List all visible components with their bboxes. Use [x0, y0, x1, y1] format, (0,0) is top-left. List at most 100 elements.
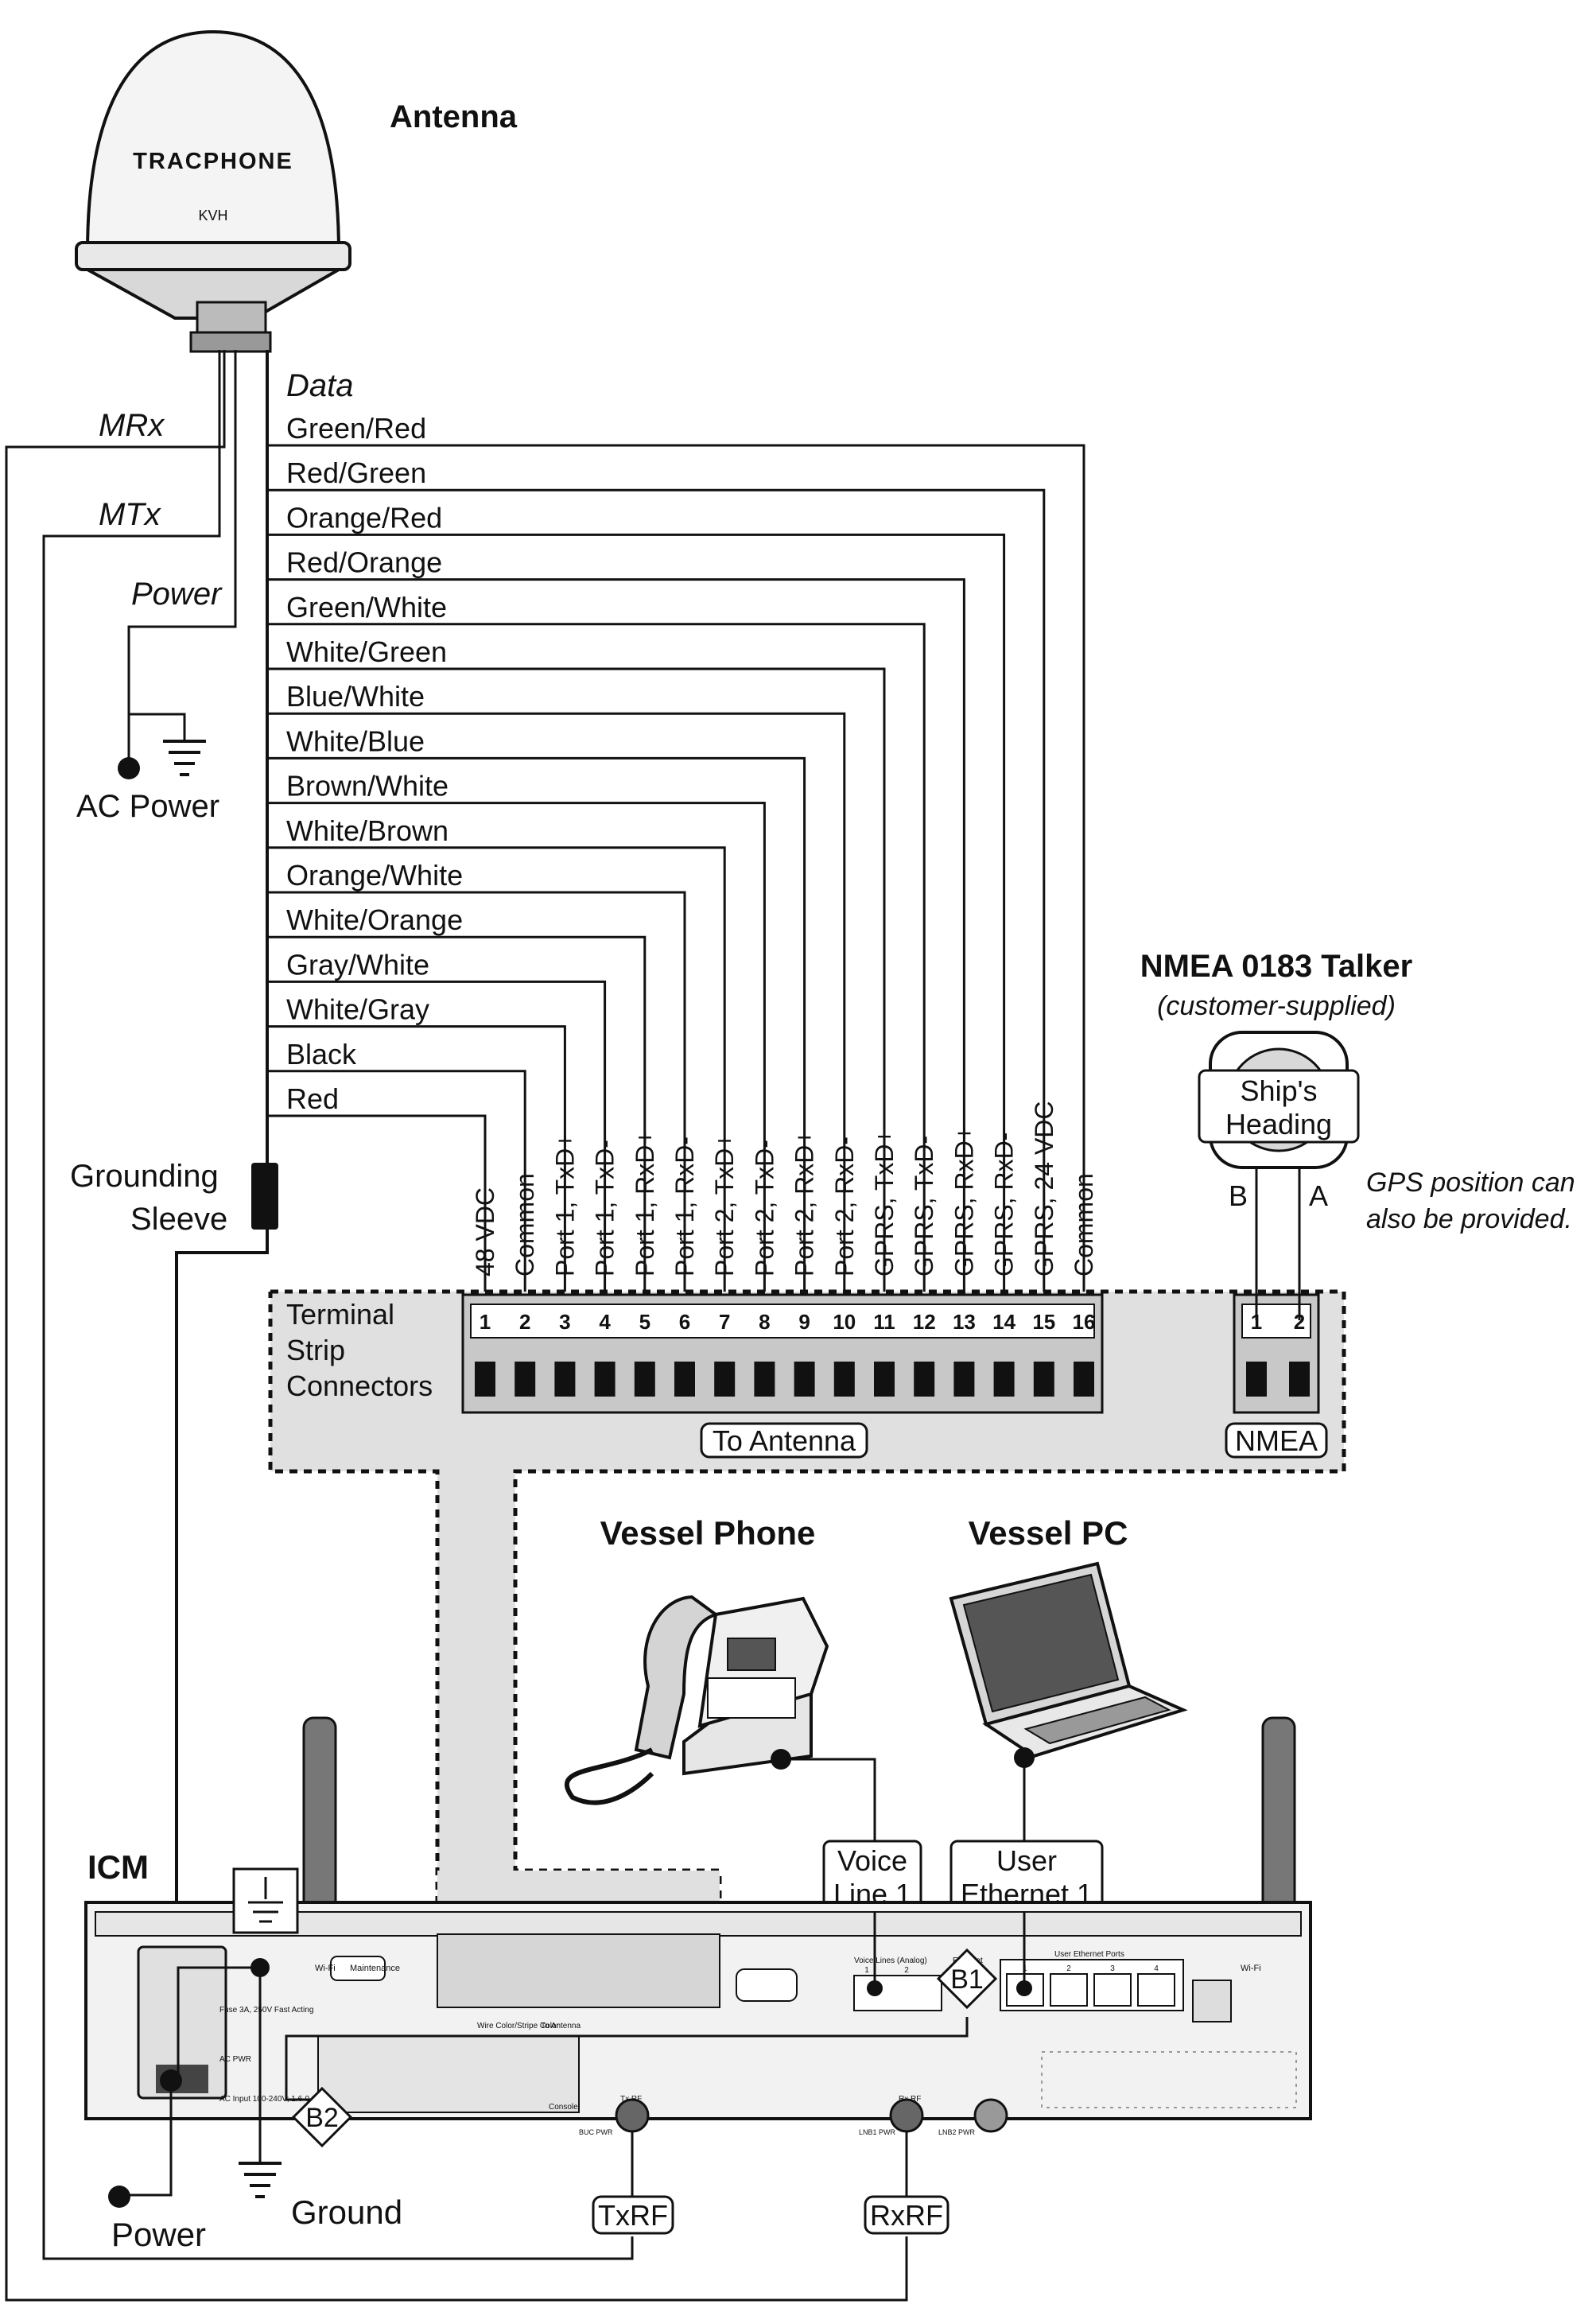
user-eth-jack-4[interactable]: [1137, 1973, 1175, 2007]
terminal-function-9: Port 2, RxD+: [790, 1130, 819, 1276]
nmea-box-label: NMEA: [1235, 1424, 1318, 1457]
wire-b-label: B: [1229, 1179, 1248, 1212]
panel-wifi-left: Wi-Fi: [315, 1964, 336, 1973]
to-antenna-box: [700, 1422, 868, 1459]
power-inlet: [137, 1945, 227, 2100]
terminal-function-6: Port 1, RxD-: [670, 1137, 699, 1276]
wire-label-12: White/Orange: [286, 903, 463, 936]
txrf-connector[interactable]: [615, 2098, 650, 2133]
phone-wire: [781, 1758, 876, 1841]
wire-label-7: Blue/White: [286, 680, 425, 713]
vent-grid: [1041, 2051, 1297, 2108]
voice-port-num-2: 2: [904, 1966, 909, 1975]
ships-heading-box: [1198, 1069, 1360, 1144]
terminal-function-10: Port 2, RxD-: [830, 1137, 859, 1276]
vessel-phone-label: Vessel Phone: [600, 1514, 816, 1552]
wire-8: [267, 756, 806, 1320]
wire-12: [267, 935, 647, 1320]
chassis-ground-icon: [248, 1877, 283, 1923]
terminal-function-15: GPRS, 24 VDC: [1030, 1101, 1058, 1276]
power-cable-label: Power: [131, 577, 223, 612]
maintenance-port[interactable]: [330, 1956, 386, 1981]
voice-lines-ports[interactable]: [853, 1975, 942, 2011]
terminal-number-5: 5: [639, 1310, 650, 1334]
terminal-function-12: GPRS, TxD-: [910, 1136, 938, 1276]
voice-line-1: Voice: [837, 1844, 907, 1877]
terminal-function-5: Port 1, RxD+: [631, 1130, 659, 1276]
terminal-screw-3: [554, 1362, 576, 1397]
panel-maintenance: Maintenance: [350, 1964, 400, 1973]
power-cable: [127, 350, 237, 764]
wire-label-3: Orange/Red: [286, 501, 442, 534]
nmea-terminal-number-1: 1: [1251, 1310, 1262, 1334]
panel-user-eth-ports: User Ethernet Ports: [1054, 1950, 1124, 1959]
power-input-wire: [119, 2081, 173, 2197]
mtx-label: MTx: [99, 497, 162, 532]
terminal-screw-9: [794, 1362, 815, 1397]
terminal-number-3: 3: [559, 1310, 570, 1334]
nmea-box: [1225, 1422, 1328, 1459]
wire-label-6: White/Green: [286, 635, 447, 668]
wire-3: [267, 533, 1006, 1320]
terminal-screw-4: [594, 1362, 615, 1397]
terminal-number-1: 1: [480, 1310, 491, 1334]
terminal-function-1: 48 VDC: [471, 1187, 499, 1276]
phone-icon: [564, 1595, 829, 1805]
power-bottom-label: Power: [111, 2216, 206, 2253]
db9-port[interactable]: [736, 1968, 798, 2002]
rxrf-label: RxRF: [870, 2199, 943, 2232]
ground-to-inlet-wire: [177, 1966, 260, 2081]
wire-11: [267, 891, 686, 1320]
wire-9: [267, 802, 766, 1320]
wire-label-15: Black: [286, 1038, 357, 1070]
wires-layer: Green/RedRed/GreenOrange/RedRed/OrangeGr…: [267, 412, 1085, 1320]
panel-lnb2-pwr: LNB2 PWR: [938, 2128, 976, 2136]
terminal-function-8: Port 2, TxD-: [750, 1140, 779, 1276]
laptop-icon: [949, 1561, 1188, 1758]
b1-marker: B1: [936, 1948, 998, 2010]
terminal-function-11: GPRS, TxD+: [870, 1129, 899, 1276]
power-dot: [108, 2186, 130, 2208]
wire-6: [267, 667, 886, 1320]
ac-power-dot: [118, 757, 140, 779]
rxrf-connector[interactable]: [889, 2098, 924, 2133]
terminal-function-2: Common: [511, 1173, 539, 1276]
wire-5: [267, 623, 926, 1320]
wire-label-8: White/Blue: [286, 725, 425, 757]
wire-16: [267, 1114, 487, 1320]
ac-power-label: AC Power: [76, 789, 219, 824]
terminal-screw-12: [914, 1362, 935, 1397]
terminal-label-1: Terminal: [286, 1298, 394, 1331]
terminal-number-6: 6: [679, 1310, 690, 1334]
mrx-cable: [5, 350, 908, 2302]
user-eth-port-num-4: 4: [1154, 1964, 1159, 1973]
terminal-function-7: Port 2, TxD+: [710, 1133, 739, 1276]
voice-port-dot: [867, 1980, 883, 1996]
icm-lower-plate: [317, 2035, 580, 2113]
terminal-screw-8: [754, 1362, 775, 1397]
terminal-number-7: 7: [719, 1310, 730, 1334]
txrf-label: TxRF: [598, 2199, 668, 2232]
panel-console: Console: [549, 2103, 578, 2112]
user-eth-jack-3[interactable]: [1093, 1973, 1132, 2007]
terminal-number-10: 10: [833, 1310, 856, 1334]
terminal-number-8: 8: [759, 1310, 770, 1334]
antenna-dome: TRACPHONE KVH: [75, 29, 351, 353]
wire-2: [267, 488, 1046, 1320]
wire-a-label: A: [1309, 1179, 1328, 1212]
terminal-screw-11: [874, 1362, 895, 1397]
txrf-box: [592, 2195, 674, 2235]
nmea-terminal-number-2: 2: [1294, 1310, 1305, 1334]
grounding-sleeve: [251, 1163, 278, 1230]
terminal-number-9: 9: [798, 1310, 810, 1334]
terminal-function-4: Port 1, TxD-: [591, 1140, 619, 1276]
user-ethernet-1: User: [996, 1844, 1057, 1877]
gps-note-2: also be provided.: [1366, 1204, 1572, 1234]
user-eth-jack-2[interactable]: [1050, 1973, 1088, 2007]
grounding-label-1: Grounding: [70, 1159, 219, 1194]
terminal-number-4: 4: [599, 1310, 611, 1334]
wire-15: [267, 1070, 526, 1320]
terminal-screw-6: [674, 1362, 695, 1397]
usb-ports[interactable]: [1192, 1980, 1232, 2022]
